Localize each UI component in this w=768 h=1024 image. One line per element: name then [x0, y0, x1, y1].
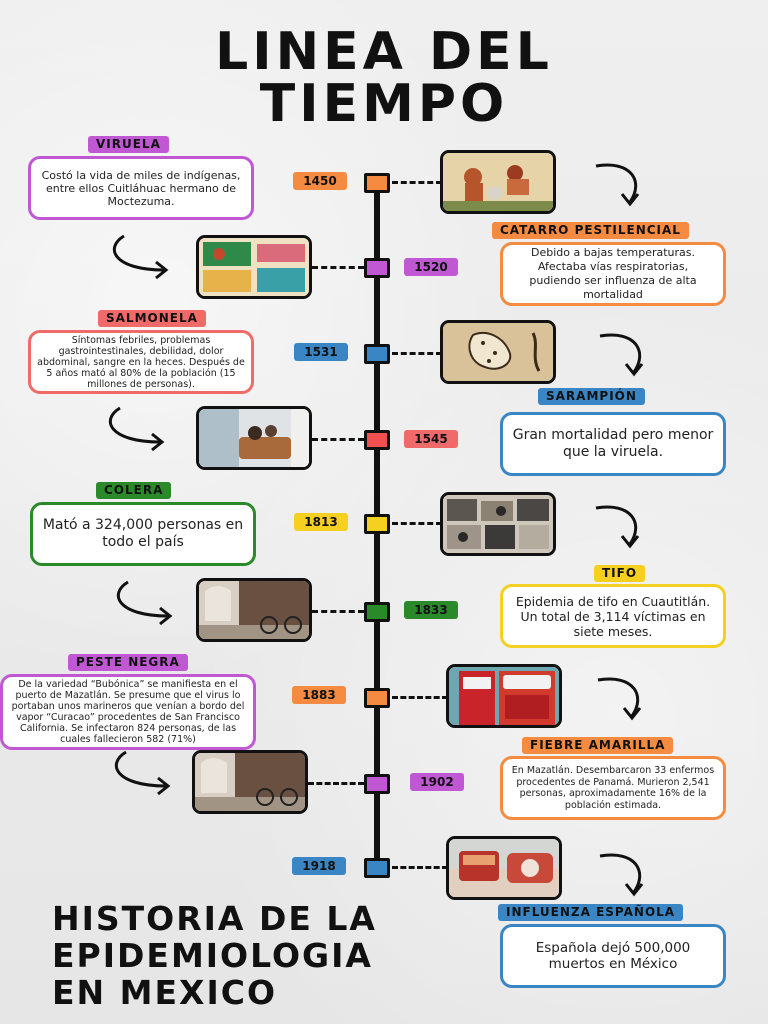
- image-sarampion: [196, 406, 312, 470]
- year-badge-1813: 1813: [294, 513, 348, 531]
- connector-1450: [392, 181, 442, 184]
- event-label-viruela: VIRUELA: [88, 136, 169, 153]
- footer-title-line3: EN MEXICO: [52, 973, 278, 1012]
- event-text-colera: Mató a 324,000 personas en todo el país: [42, 517, 244, 550]
- event-label-peste-negra: PESTE NEGRA: [68, 654, 188, 671]
- timeline-node-1833: [364, 602, 390, 622]
- timeline-node-1520: [364, 258, 390, 278]
- image-peste-negra: [446, 664, 562, 728]
- timeline-node-1918: [364, 858, 390, 878]
- year-badge-1918: 1918: [292, 857, 346, 875]
- connector-1918: [392, 866, 448, 869]
- curved-arrow-icon: [104, 232, 174, 284]
- event-label-catarro: CATARRO PESTILENCIAL: [492, 222, 689, 239]
- timeline-node-1883: [364, 688, 390, 708]
- page-title-line1: LINEA DEL: [215, 22, 553, 82]
- event-label-sarampion: SARAMPIÓN: [538, 388, 645, 405]
- event-label-influenza: INFLUENZA ESPAÑOLA: [498, 904, 684, 921]
- footer-title-line1: HISTORIA DE LA: [52, 899, 377, 938]
- year-badge-1520: 1520: [404, 258, 458, 276]
- connector-1813: [392, 522, 442, 525]
- event-card-salmonela: Síntomas febriles, problemas gastrointes…: [28, 330, 254, 394]
- image-tifo: [196, 578, 312, 642]
- year-badge-1883: 1883: [292, 686, 346, 704]
- footer-title-line2: EPIDEMIOLOGIA: [52, 936, 373, 975]
- image-influenza: [446, 836, 562, 900]
- event-card-tifo: Epidemia de tifo en Cuautitlán. Un total…: [500, 584, 726, 648]
- connector-1520: [312, 266, 364, 269]
- event-text-tifo: Epidemia de tifo en Cuautitlán. Un total…: [515, 593, 711, 639]
- event-label-salmonela: SALMONELA: [98, 310, 206, 327]
- event-text-catarro: Debido a bajas temperaturas. Afectaba ví…: [529, 246, 697, 301]
- curved-arrow-icon: [100, 404, 170, 456]
- connector-1833: [312, 610, 364, 613]
- timeline-node-1531: [364, 344, 390, 364]
- timeline-node-1902: [364, 774, 390, 794]
- event-text-influenza: Española dejó 500,000 muertos en México: [535, 940, 691, 972]
- connector-1883: [392, 696, 448, 699]
- image-catarro: [196, 235, 312, 299]
- image-fiebre-amarilla: [192, 750, 308, 814]
- year-badge-1902: 1902: [410, 773, 464, 791]
- event-text-peste-negra: De la variedad “Bubónica” se manifiesta …: [11, 679, 245, 745]
- event-card-sarampion: Gran mortalidad pero menor que la viruel…: [500, 412, 726, 476]
- image-viruela: [440, 150, 556, 214]
- event-label-fiebre-amarilla: FIEBRE AMARILLA: [522, 737, 674, 754]
- curved-arrow-icon: [596, 328, 666, 380]
- curved-arrow-icon: [594, 672, 664, 724]
- event-card-influenza: Española dejó 500,000 muertos en México: [500, 924, 726, 988]
- event-label-colera: COLERA: [96, 482, 172, 499]
- event-text-viruela: Costó la vida de miles de indígenas, ent…: [41, 168, 241, 208]
- curved-arrow-icon: [592, 500, 662, 552]
- curved-arrow-icon: [592, 158, 662, 210]
- curved-arrow-icon: [108, 578, 178, 630]
- event-card-colera: Mató a 324,000 personas en todo el país: [30, 502, 256, 566]
- event-card-catarro: Debido a bajas temperaturas. Afectaba ví…: [500, 242, 726, 306]
- event-label-tifo: TIFO: [594, 565, 646, 582]
- event-text-fiebre-amarilla: En Mazatlán. Desembarcaron 33 enfermos p…: [511, 765, 715, 811]
- connector-1545: [312, 438, 364, 441]
- connector-1902: [308, 782, 364, 785]
- timeline-node-1813: [364, 514, 390, 534]
- event-text-sarampion: Gran mortalidad pero menor que la viruel…: [512, 427, 714, 460]
- event-card-viruela: Costó la vida de miles de indígenas, ent…: [28, 156, 254, 220]
- image-colera: [440, 492, 556, 556]
- connector-1531: [392, 352, 442, 355]
- event-text-salmonela: Síntomas febriles, problemas gastrointes…: [37, 334, 245, 390]
- timeline-node-1450: [364, 173, 390, 193]
- curved-arrow-icon: [106, 748, 176, 800]
- year-badge-1450: 1450: [293, 172, 347, 190]
- year-badge-1531: 1531: [294, 343, 348, 361]
- event-card-fiebre-amarilla: En Mazatlán. Desembarcaron 33 enfermos p…: [500, 756, 726, 820]
- timeline-node-1545: [364, 430, 390, 450]
- year-badge-1833: 1833: [404, 601, 458, 619]
- year-badge-1545: 1545: [404, 430, 458, 448]
- event-card-peste-negra: De la variedad “Bubónica” se manifiesta …: [0, 674, 256, 750]
- page-title-line2: TIEMPO: [259, 74, 509, 134]
- curved-arrow-icon: [596, 848, 666, 900]
- image-salmonela: [440, 320, 556, 384]
